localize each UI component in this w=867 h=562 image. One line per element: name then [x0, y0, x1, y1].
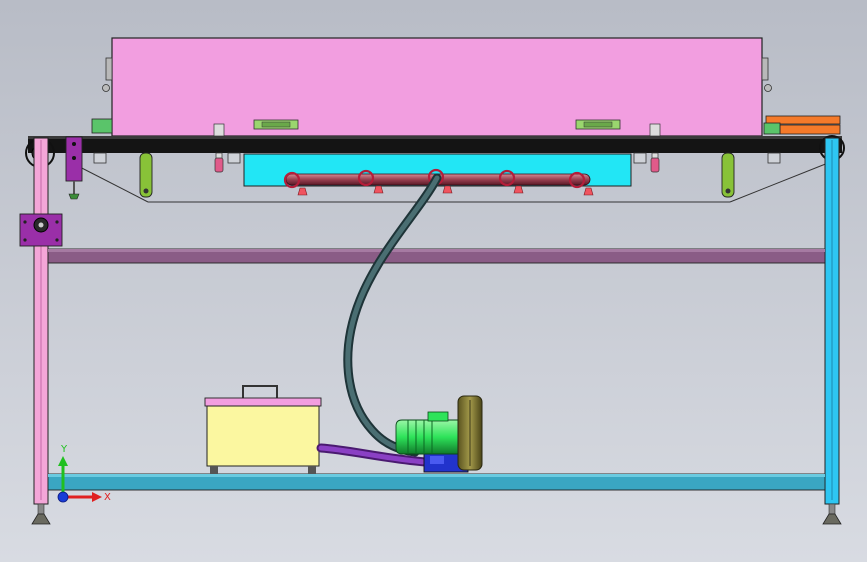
right-side-latch: [761, 57, 769, 81]
left-foot: [31, 513, 51, 525]
gray-hose: [343, 173, 442, 457]
green-block: [91, 118, 113, 134]
top-clamps: [213, 123, 661, 173]
orange-block-top: [765, 115, 841, 125]
x-axis-label: X: [104, 492, 111, 503]
right-side-screw: [764, 84, 772, 92]
right-clamp: [649, 123, 661, 173]
right-foot: [822, 513, 842, 525]
left-post: [19, 136, 83, 525]
axes-triad: Y X: [57, 444, 111, 503]
right-post: [822, 137, 842, 525]
control-box: [204, 385, 322, 474]
orange-block-bottom: [779, 124, 841, 135]
left-side-screw: [102, 84, 110, 92]
top-housing: [91, 37, 841, 137]
right-hanger: [721, 152, 735, 198]
control-box-handle: [242, 385, 278, 398]
left-clamp: [213, 123, 225, 173]
spray-nozzles: [297, 185, 594, 196]
green-block-right: [763, 122, 781, 135]
left-side-latch: [105, 57, 113, 81]
y-axis-label: Y: [60, 444, 68, 455]
top-beam: [28, 136, 842, 153]
blower-assembly: [395, 395, 483, 473]
motor-body: [395, 419, 459, 455]
left-hanger: [139, 152, 153, 198]
support-wires: [71, 162, 829, 203]
hanger-brackets: [139, 152, 735, 198]
top-box: [111, 37, 763, 137]
purple-hose: [316, 443, 430, 467]
